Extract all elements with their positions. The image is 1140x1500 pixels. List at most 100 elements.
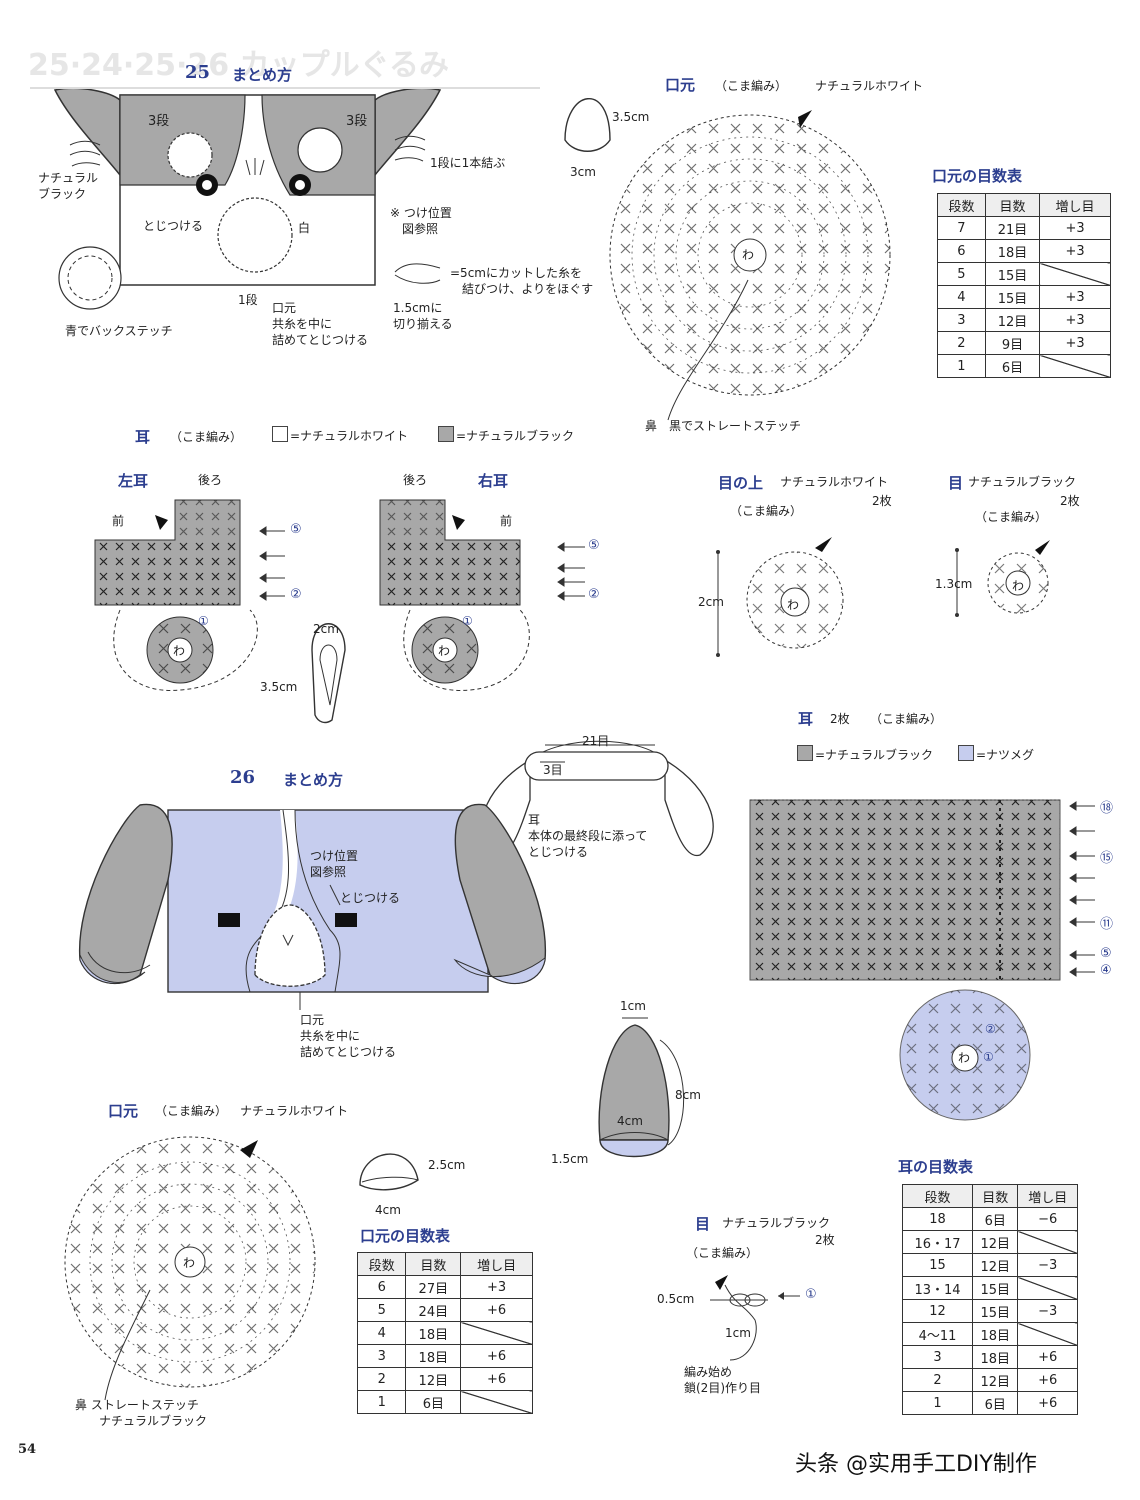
legend-nutmeg-text: =ナツメグ xyxy=(976,748,1035,762)
eye25-count: 2枚 xyxy=(1060,494,1080,508)
s25-3dan-right: 3段 xyxy=(346,114,368,129)
cell: −3 xyxy=(1017,1299,1078,1323)
cell: 1 xyxy=(356,1390,407,1414)
cell-empty xyxy=(1017,1230,1078,1254)
cell: 13・14 xyxy=(901,1276,974,1300)
s25-1dan-knot: 1段に1本結ぶ xyxy=(430,156,506,170)
mouth25-nose: 鼻 黒でストレートステッチ xyxy=(645,419,802,433)
ears25-front-left: 前 xyxy=(112,514,125,528)
eyetop-dim: 2cm xyxy=(698,595,724,609)
cell: 12目 xyxy=(984,308,1041,332)
ears25-stitch: （こま編み） xyxy=(170,430,243,444)
cell: +3 xyxy=(1039,216,1111,240)
eyetop-title: 目の上 xyxy=(718,474,764,492)
cell: 15目 xyxy=(984,262,1041,286)
ears26-stitch: （こま編み） xyxy=(870,712,943,726)
th: 段数 xyxy=(937,193,986,217)
ears26-wa: わ xyxy=(958,1051,971,1065)
mouth25-stitch: （こま編み） xyxy=(715,79,788,93)
cell: 2 xyxy=(901,1368,974,1392)
cell: 4 xyxy=(356,1321,407,1345)
s25-white: 白 xyxy=(298,221,311,235)
ears25-r2-left: ② xyxy=(290,587,302,602)
ears26-dim-len: 8cm xyxy=(675,1088,701,1102)
cell: 18 xyxy=(901,1207,974,1231)
ears25-legend-black: =ナチュラルブラック xyxy=(438,426,574,444)
cell: 6目 xyxy=(984,354,1041,378)
ears26-dim-bottom: 1.5cm xyxy=(551,1152,589,1166)
cell: 15 xyxy=(901,1253,974,1277)
cell: +6 xyxy=(1017,1345,1078,1369)
cell: 18目 xyxy=(972,1322,1019,1346)
swatch-gray xyxy=(438,426,454,442)
ears25-left: 左耳 xyxy=(118,472,149,490)
th: 段数 xyxy=(356,1252,407,1276)
s26-attach: つけ位置 図参照 xyxy=(310,849,359,879)
ears26-row-5: ⑤ xyxy=(1100,946,1112,961)
cell: 6 xyxy=(356,1275,407,1299)
cell: 4〜11 xyxy=(901,1322,974,1346)
ears26-dim-top: 1cm xyxy=(620,999,646,1013)
s26-number: 26 xyxy=(230,767,256,788)
eye26-count: 2枚 xyxy=(815,1233,835,1247)
cell: 12目 xyxy=(972,1253,1019,1277)
ears25-dim-w: 2cm xyxy=(313,622,339,636)
swatch-white xyxy=(272,426,288,442)
cell: +3 xyxy=(1039,308,1111,332)
mouth26-nose: 鼻 ストレートステッチ ナチュラルブラック xyxy=(75,1398,208,1428)
cell: 21目 xyxy=(984,216,1041,240)
eye25-color: ナチュラルブラック xyxy=(968,475,1077,489)
s25-1dan: 1段 xyxy=(238,293,258,307)
s25-3dan-left: 3段 xyxy=(148,114,170,129)
mouth26-title: 口元 xyxy=(108,1102,139,1120)
eye26-dim-h: 0.5cm xyxy=(657,1292,695,1306)
cell: 6目 xyxy=(405,1390,462,1414)
swatch-lavender xyxy=(958,745,974,761)
cell: +3 xyxy=(460,1275,533,1299)
ears26-row-18: ⑱ xyxy=(1100,801,1114,816)
s25-mouth: 口元 共糸を中に 詰めてとじつける xyxy=(272,301,369,347)
ears25-r2-right: ② xyxy=(588,587,600,602)
cell: −6 xyxy=(1017,1207,1078,1231)
th: 目数 xyxy=(405,1252,462,1276)
cell: 1 xyxy=(901,1391,974,1415)
ears25-wa-right: わ xyxy=(438,644,451,658)
s25-assembly-drawing xyxy=(53,87,442,310)
s26-mouth: 口元 共糸を中に 詰めてとじつける xyxy=(300,1013,397,1059)
s26-dim-21: 21目 xyxy=(582,734,610,748)
cell-empty xyxy=(1039,262,1111,286)
s25-title: まとめ方 xyxy=(232,66,293,84)
cell: 7 xyxy=(937,216,986,240)
mouth25-dim-h: 3.5cm xyxy=(612,110,650,124)
mouth25-wa: わ xyxy=(742,248,755,262)
eye25-dim: 1.3cm xyxy=(935,577,973,591)
eye26-dim-w: 1cm xyxy=(725,1326,751,1340)
cell: 3 xyxy=(937,308,986,332)
cell: 2 xyxy=(937,331,986,355)
ears26-count: 2枚 xyxy=(830,712,850,726)
s25-back-stitch: 青でバックステッチ xyxy=(65,324,173,338)
eyetop-color: ナチュラルホワイト xyxy=(780,475,889,489)
mouth26-drawing xyxy=(64,1136,419,1401)
ears26-dim-w: 4cm xyxy=(617,1114,643,1128)
th: 増し目 xyxy=(460,1252,533,1276)
ears26-r1: ① xyxy=(983,1050,994,1064)
th: 増し目 xyxy=(1039,193,1111,217)
s25-15cm: 1.5cmに 切り揃える xyxy=(393,301,453,331)
cell: +3 xyxy=(1039,239,1111,263)
cell: 12目 xyxy=(405,1367,462,1391)
ears26-legend-nutmeg: =ナツメグ xyxy=(958,745,1034,763)
s26-dim-3: 3目 xyxy=(543,763,563,777)
mouth26-stitch: （こま編み） xyxy=(155,1104,228,1118)
ears25-r1-left: ① xyxy=(198,614,209,628)
eyetop-wa: わ xyxy=(787,598,800,612)
eye25-stitch: （こま編み） xyxy=(975,510,1048,524)
s25-5cm: =5cmにカットした糸を 結びつけ、よりをほぐす xyxy=(450,266,594,296)
cell: 2 xyxy=(356,1367,407,1391)
eye26-color: ナチュラルブラック xyxy=(722,1216,831,1230)
cell: 9目 xyxy=(984,331,1041,355)
ghost-header: 25·24·25·26 カップルぐるみ xyxy=(28,48,450,83)
eye25-drawings xyxy=(716,537,1050,657)
cell: 27目 xyxy=(405,1275,462,1299)
